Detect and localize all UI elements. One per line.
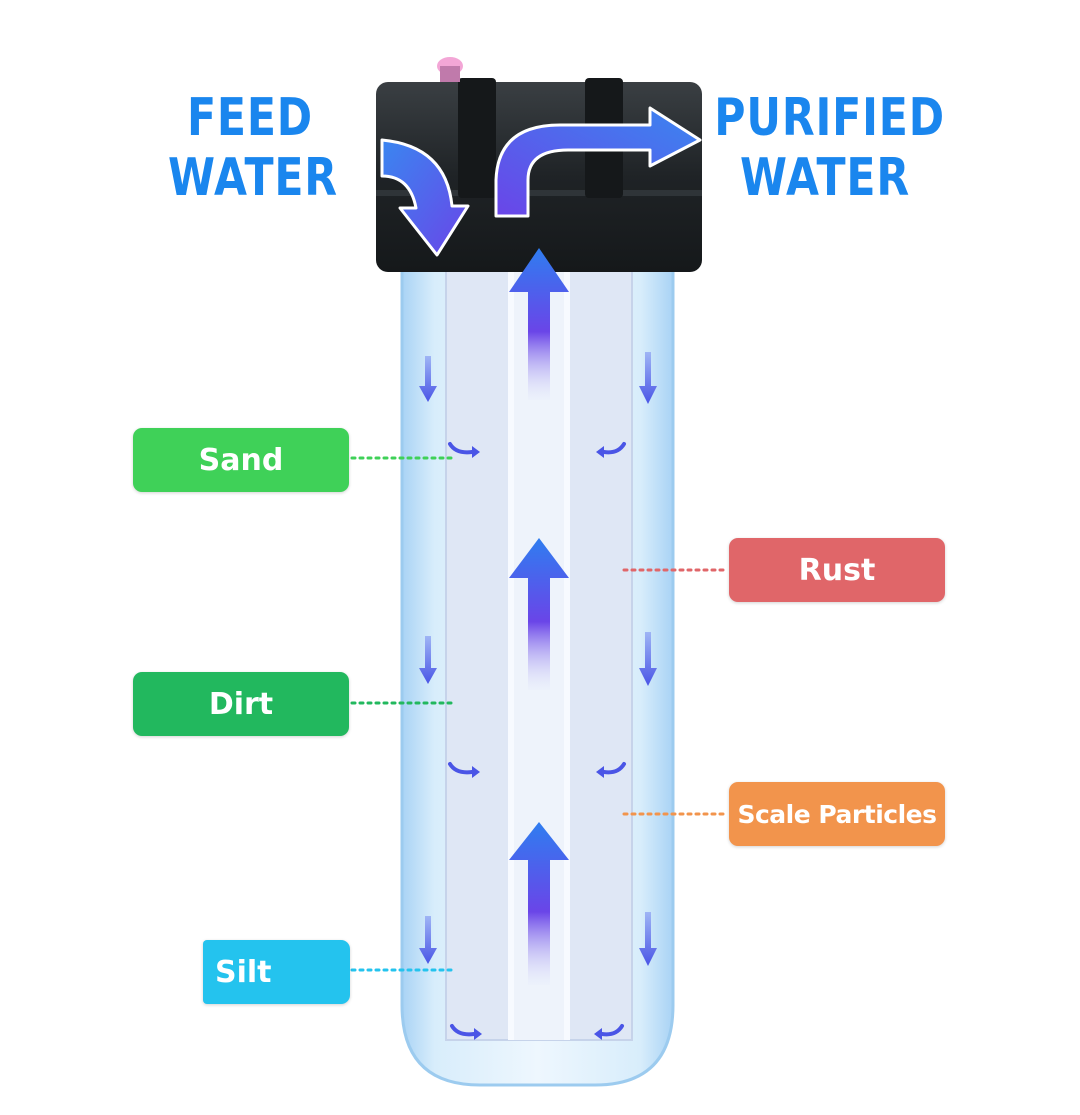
- curved-inward-arrow-icon: [448, 442, 474, 455]
- curved-down-arrow-icon: [380, 138, 470, 257]
- dirt-label: Dirt: [133, 672, 349, 736]
- purified-heading-line1: PURIFIED: [714, 88, 945, 148]
- feed-heading-line1: FEED: [186, 88, 314, 148]
- sand-label: Sand: [133, 428, 349, 492]
- down-arrow-icon: [639, 912, 657, 966]
- down-arrow-icon: [639, 632, 657, 686]
- purified-water-heading: PURIFIED WATER: [714, 88, 945, 208]
- up-arrow-icon: [509, 538, 569, 690]
- curved-inward-arrow-icon: [450, 1024, 476, 1037]
- down-arrow-icon: [419, 916, 437, 964]
- curved-inward-arrow-icon: [600, 1024, 624, 1037]
- up-arrow-icon: [509, 822, 569, 985]
- scale-particles-label: Scale Particles: [729, 782, 945, 846]
- up-arrow-icon: [509, 248, 569, 400]
- down-arrow-icon: [639, 352, 657, 404]
- down-arrow-icon: [419, 356, 437, 402]
- curved-right-arrow-icon: [494, 106, 702, 218]
- curved-inward-arrow-icon: [602, 442, 626, 455]
- down-arrow-icon: [419, 636, 437, 684]
- silt-label: Silt: [203, 940, 350, 1004]
- inlet-port: [458, 78, 496, 198]
- purified-heading-line2: WATER: [740, 148, 910, 208]
- curved-inward-arrow-icon: [602, 762, 626, 775]
- feed-heading-line2: WATER: [168, 148, 338, 208]
- curved-inward-arrow-icon: [448, 762, 474, 775]
- feed-water-heading: FEED WATER: [168, 88, 338, 208]
- rust-label: Rust: [729, 538, 945, 602]
